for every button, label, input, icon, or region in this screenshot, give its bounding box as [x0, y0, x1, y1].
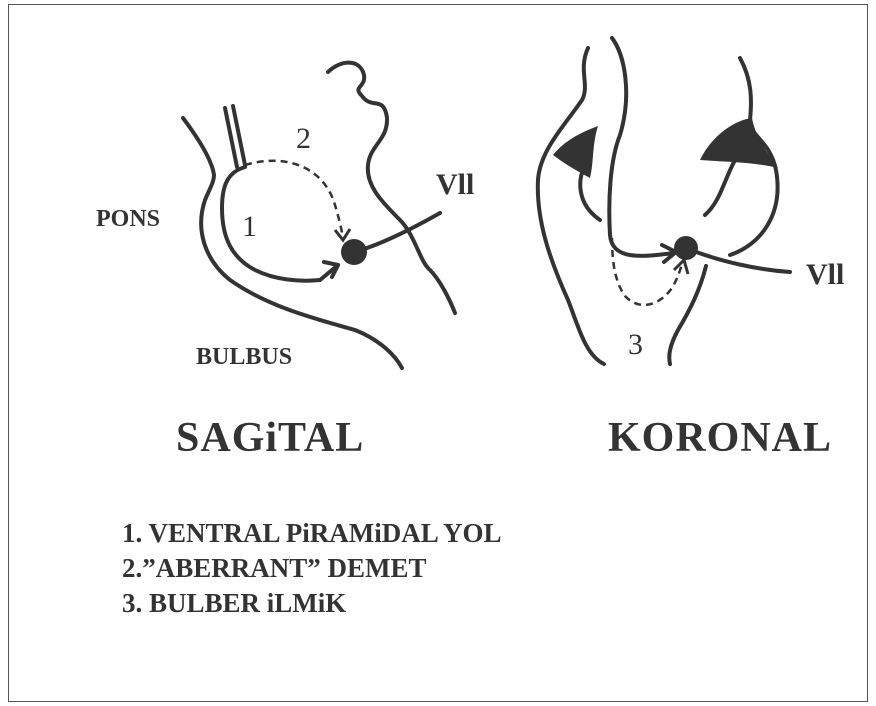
- legend-item-2: 2.”ABERRANT” DEMET: [122, 551, 502, 586]
- tract-number-2: 2: [296, 122, 311, 156]
- sagittal-inner-contour: [222, 167, 320, 281]
- vii-label-coronal: Vll: [806, 258, 844, 292]
- tract-number-3: 3: [628, 328, 643, 362]
- coronal-left-outer-contour: [538, 48, 604, 364]
- legend-item-3: 3. BULBER iLMiK: [122, 586, 502, 621]
- sagittal-aberrant-path: [245, 161, 343, 238]
- legend-item-1: 1. VENTRAL PiRAMiDAL YOL: [122, 516, 502, 551]
- vii-label-sagittal: Vll: [436, 168, 474, 202]
- bulbus-label: BULBUS: [196, 344, 292, 371]
- pons-label: PONS: [96, 206, 160, 233]
- sagittal-title: SAGiTAL: [176, 414, 364, 462]
- sagittal-facial-nucleus: [341, 239, 367, 265]
- tract-number-1: 1: [242, 210, 257, 244]
- coronal-midline-contour: [609, 38, 680, 256]
- coronal-right-black-wedge: [700, 118, 778, 168]
- coronal-right-lobe-inner: [705, 155, 738, 215]
- legend: 1. VENTRAL PiRAMiDAL YOL 2.”ABERRANT” DE…: [122, 516, 502, 621]
- coronal-title: KORONAL: [608, 414, 832, 462]
- coronal-facial-nucleus: [674, 236, 698, 260]
